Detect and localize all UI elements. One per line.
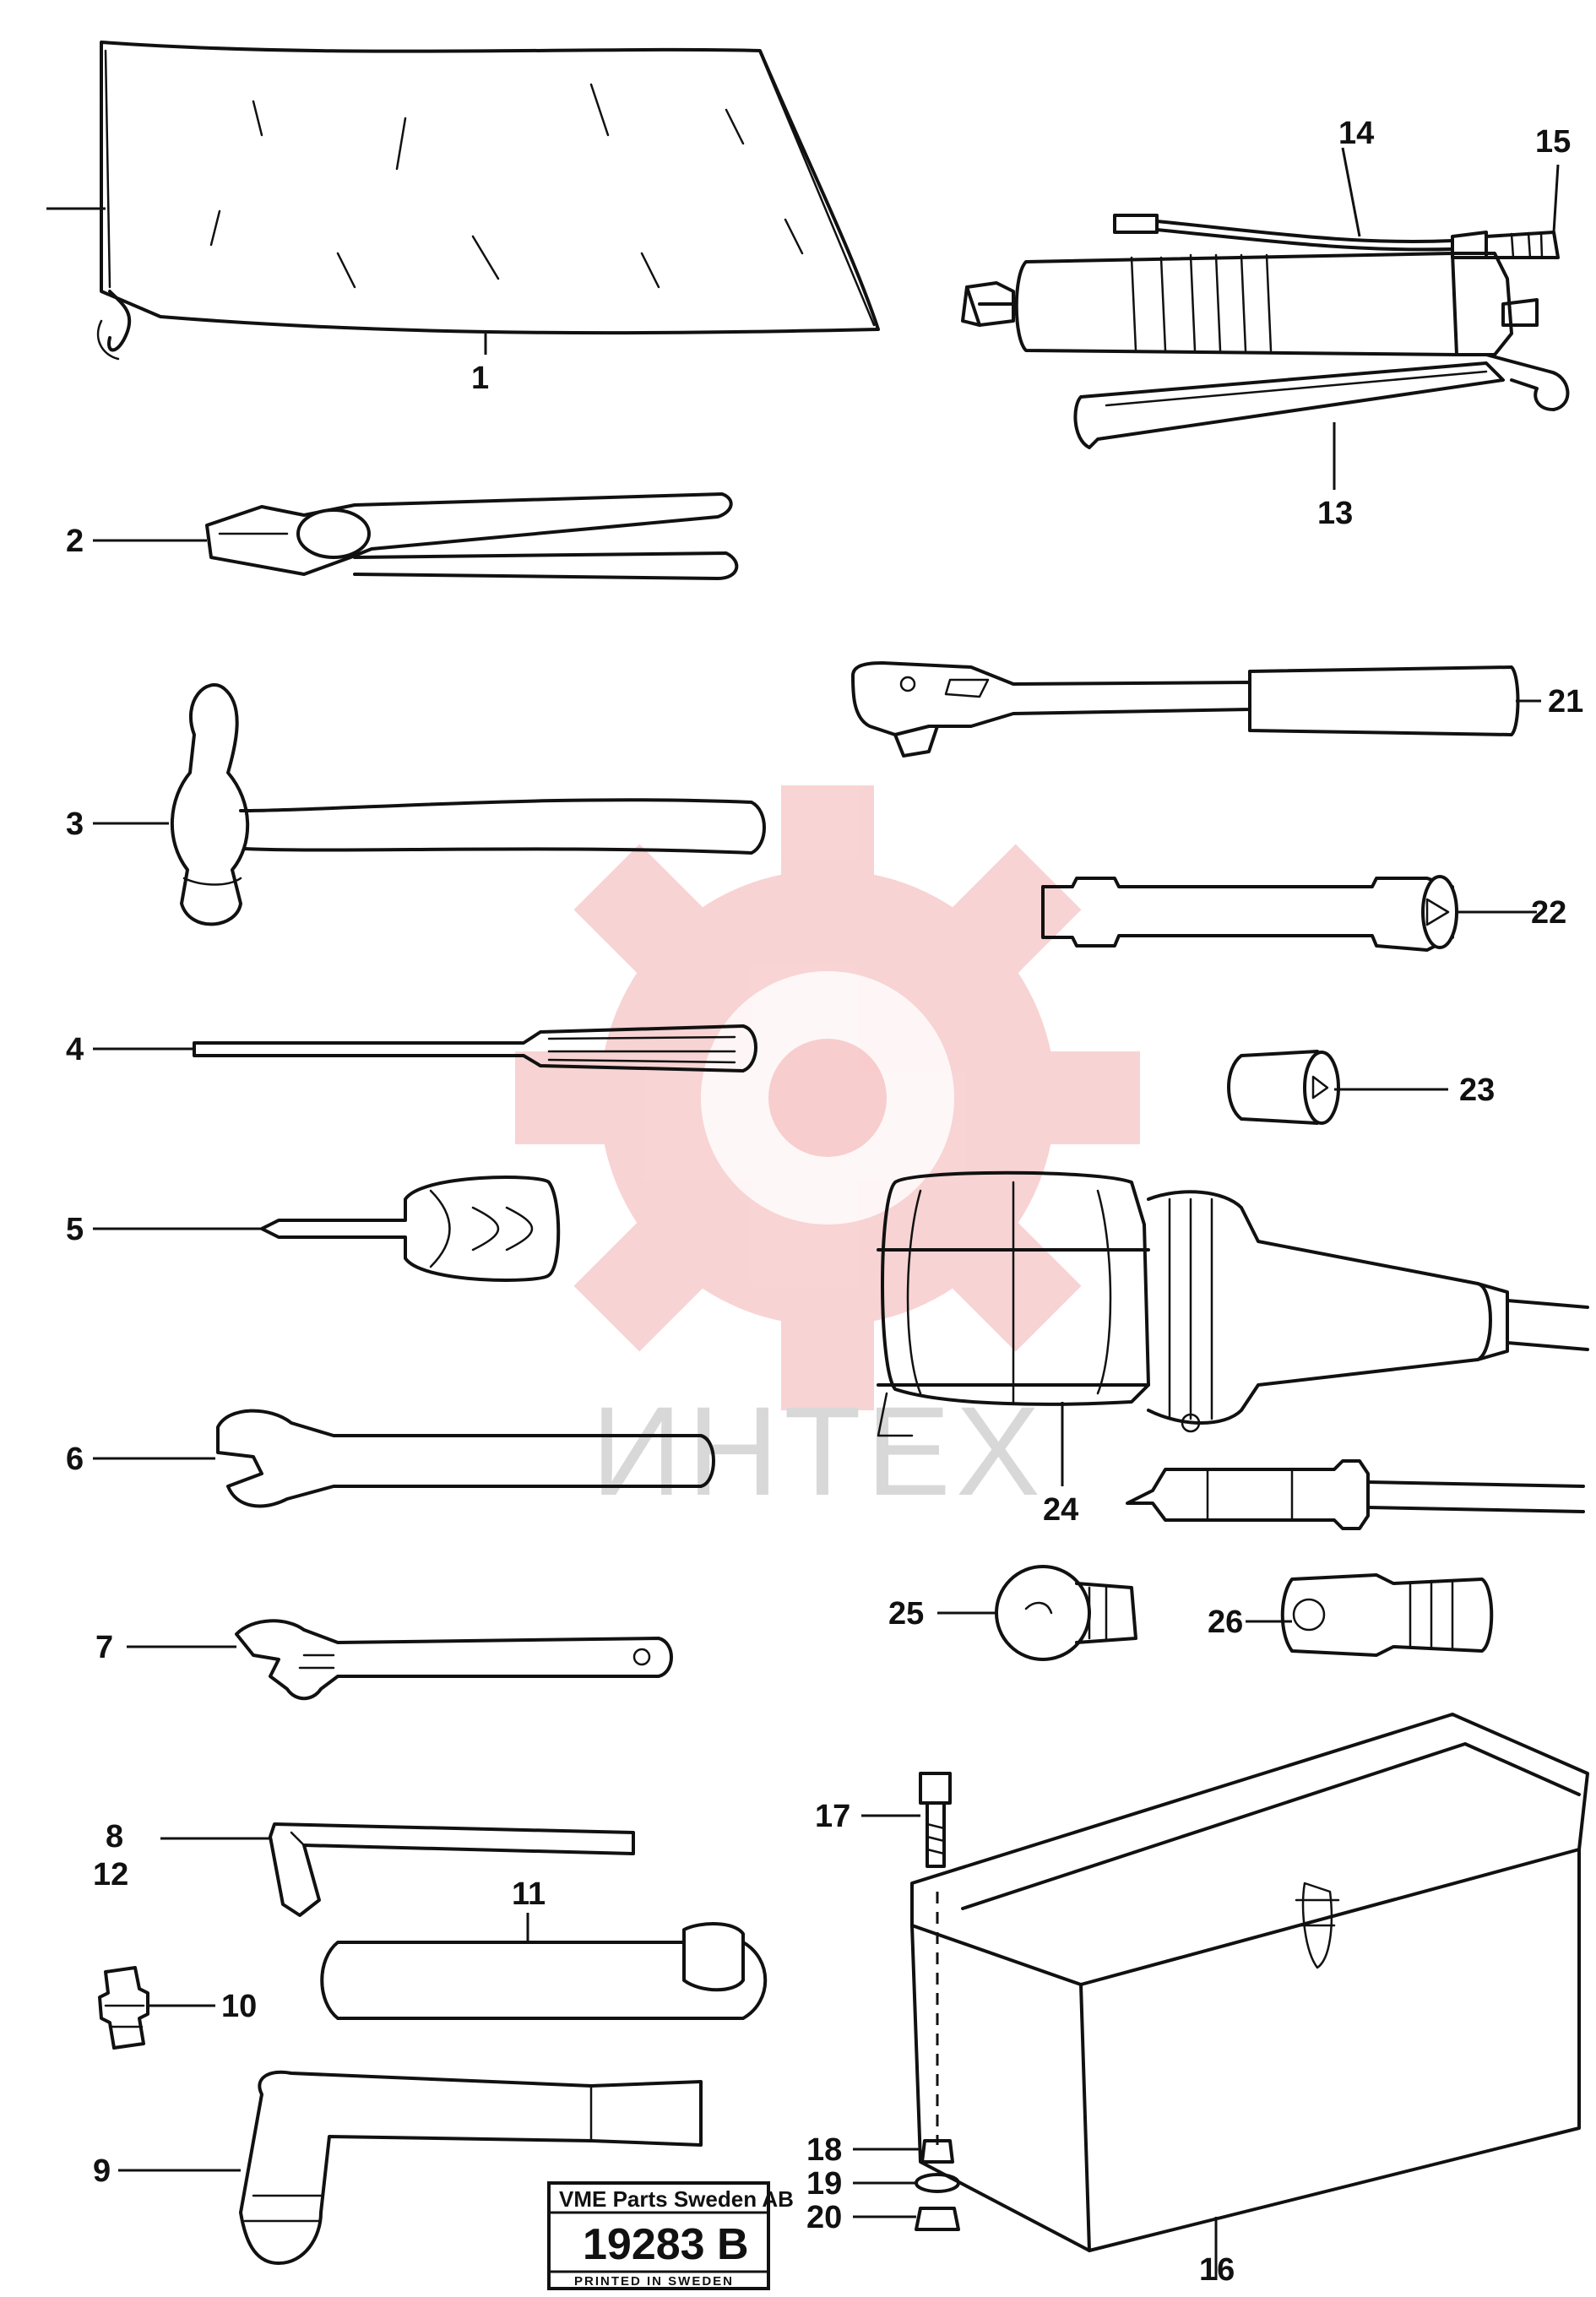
- callout-8: 8: [106, 1819, 123, 1854]
- callout-6: 6: [66, 1442, 84, 1477]
- callout-10: 10: [221, 1989, 257, 2024]
- box-wrench: [239, 2070, 703, 2265]
- callout-17: 17: [815, 1799, 850, 1834]
- callout-12: 12: [93, 1857, 128, 1892]
- callout-20: 20: [806, 2200, 842, 2235]
- watermark-gear-logo: [515, 785, 1140, 1410]
- callout-11: 11: [512, 1876, 546, 1912]
- bolt: [919, 1772, 952, 1868]
- callout-16: 16: [1199, 2252, 1235, 2288]
- drawing-label-box: VME Parts Sweden AB 19283 B PRINTED IN S…: [547, 2181, 794, 2290]
- callout-19: 19: [806, 2166, 842, 2202]
- callout-14: 14: [1338, 116, 1374, 151]
- callout-9: 9: [93, 2153, 111, 2189]
- bulb: [995, 1565, 1137, 1661]
- callout-7: 7: [95, 1630, 113, 1665]
- extension-bar: [1041, 875, 1458, 952]
- nut: [915, 2207, 960, 2231]
- hex-key: [269, 1822, 635, 1917]
- ratchet-handle: [851, 661, 1520, 758]
- label-company: VME Parts Sweden AB: [559, 2186, 794, 2212]
- pliers: [205, 492, 739, 580]
- hammer: [171, 683, 766, 926]
- callout-4: 4: [66, 1032, 84, 1067]
- callout-3: 3: [66, 806, 84, 842]
- callout-1: 1: [471, 361, 489, 396]
- box-spanner-bar: [320, 1922, 768, 2020]
- callout-22: 22: [1531, 895, 1566, 931]
- label-drawing-number: 19283 B: [583, 2220, 749, 2269]
- callout-23: 23: [1459, 1072, 1495, 1108]
- callout-26: 26: [1208, 1605, 1243, 1640]
- tool-bag: [96, 41, 880, 361]
- open-end-spanner: [216, 1409, 715, 1508]
- socket: [1227, 1050, 1340, 1125]
- watermark-text: ИНТЕХ: [591, 1380, 1045, 1522]
- callout-5: 5: [66, 1212, 84, 1247]
- lamp-plug: [1126, 1459, 1585, 1530]
- adjustable-wrench: [235, 1619, 673, 1701]
- inspection-lamp: [877, 1170, 1589, 1437]
- callout-2: 2: [66, 524, 84, 559]
- callout-25: 25: [888, 1596, 924, 1632]
- phillips-screwdriver: [260, 1176, 561, 1282]
- callout-13: 13: [1317, 496, 1353, 531]
- grease-gun: [961, 214, 1570, 449]
- flat-screwdriver: [193, 1024, 757, 1072]
- grease-nipple: [98, 1966, 149, 2050]
- label-printed: PRINTED IN SWEDEN: [574, 2274, 734, 2289]
- callout-15: 15: [1535, 124, 1571, 160]
- coupling: [1280, 1573, 1494, 1657]
- callout-18: 18: [806, 2132, 842, 2168]
- callout-21: 21: [1548, 684, 1583, 720]
- callout-24: 24: [1043, 1492, 1078, 1528]
- spacer: [920, 2139, 954, 2164]
- washer: [915, 2173, 960, 2193]
- tool-box: [910, 1713, 1589, 2252]
